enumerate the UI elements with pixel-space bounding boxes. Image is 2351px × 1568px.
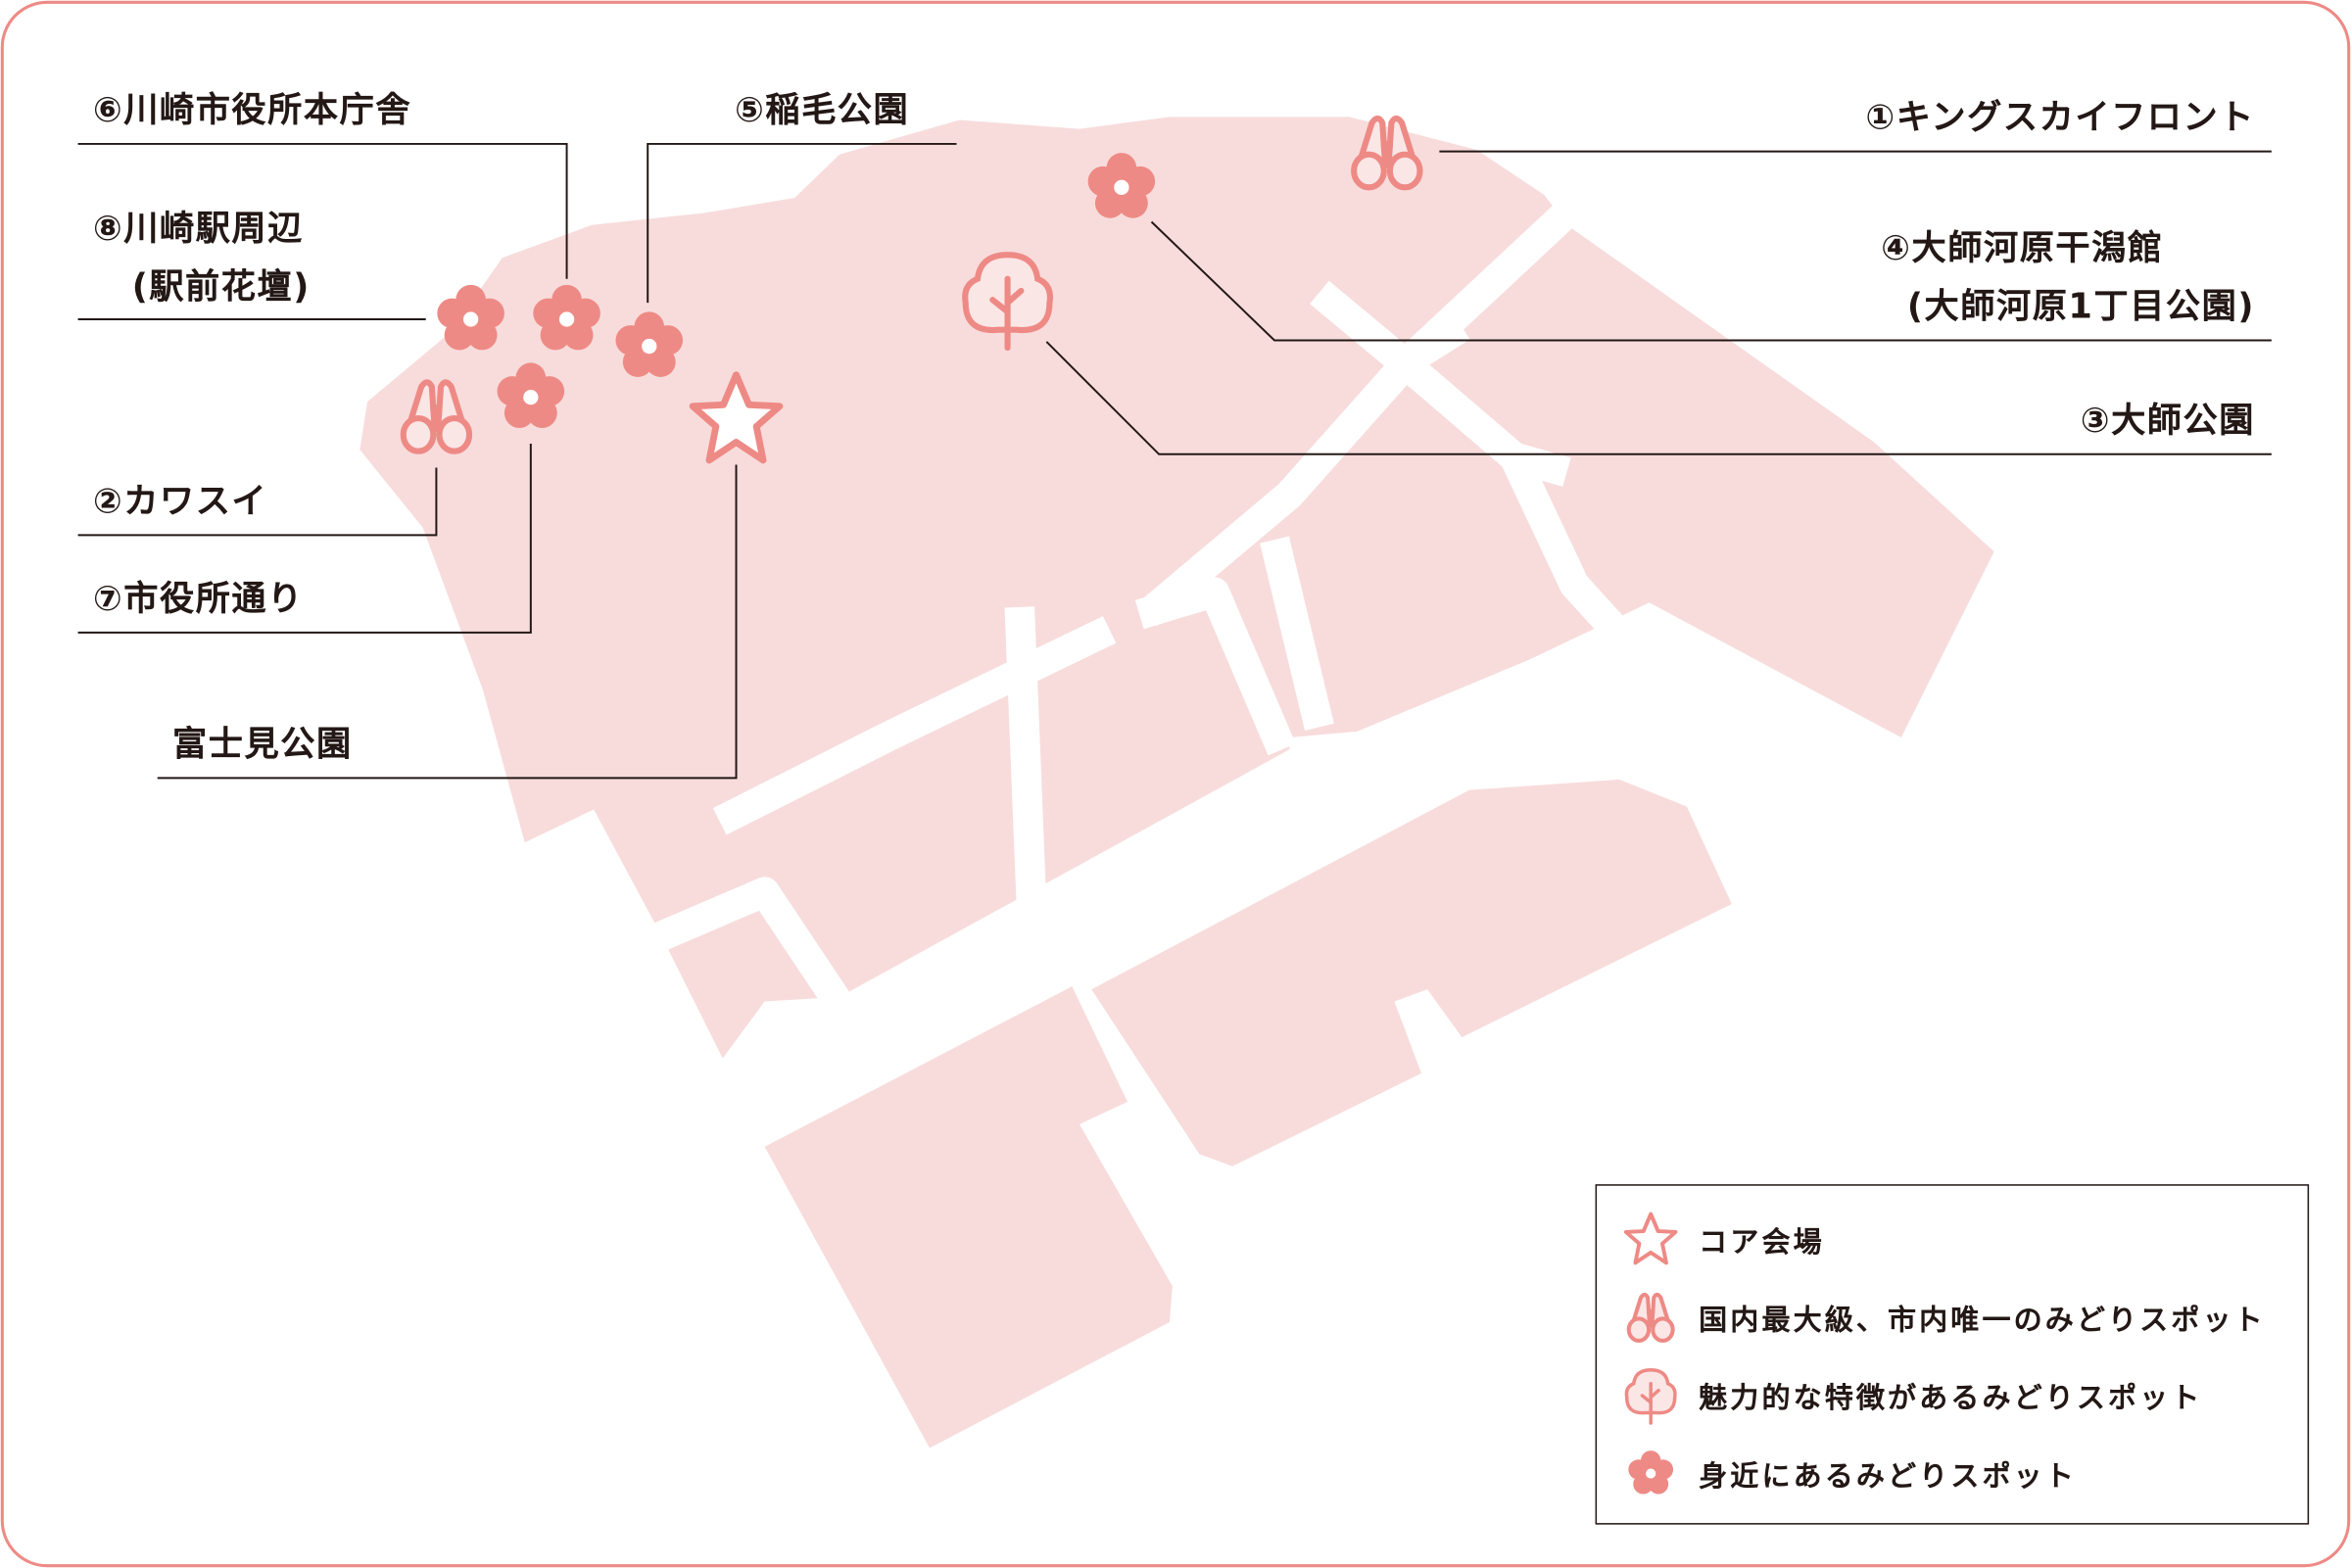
- label-kawasaki-station-sub: (駅前花壇): [131, 267, 311, 308]
- legend-label: コア会場: [1699, 1225, 1825, 1259]
- leader-lines: [77, 142, 2272, 780]
- leader-fujimi-park: [157, 464, 738, 780]
- legend-label: 魅力的な特徴があるみどりスポット: [1699, 1381, 2203, 1415]
- legend-item-nearby-spot: 身近にあるみどりスポット: [1621, 1444, 2077, 1503]
- label-daishigawara-sub: (大師河原1丁目公園): [1906, 287, 2256, 327]
- label-kawasui: ②カワスイ: [92, 482, 268, 522]
- legend: コア会場 国内最大級、市内唯一のみどりスポット 魅力的な特徴があるみどりスポット…: [1595, 1184, 2310, 1525]
- legend-label: 国内最大級、市内唯一のみどりスポット: [1699, 1303, 2266, 1337]
- leader-kawasui: [77, 467, 438, 537]
- roads: [653, 202, 1660, 1013]
- leader-inage-park: [647, 142, 957, 304]
- label-kawasaki-station: ⑧川崎駅周辺: [92, 210, 304, 250]
- legend-label: 身近にあるみどりスポット: [1699, 1459, 2077, 1493]
- label-city-hall: ⑥川崎市役所本庁舎: [92, 91, 412, 131]
- label-shiyakusho-dori: ⑦市役所通り: [92, 580, 304, 620]
- leader-daishi-park: [1045, 341, 2272, 455]
- label-daishigawara: ④大師河原干潟館: [1881, 229, 2164, 268]
- legend-item-featured-spot: 魅力的な特徴があるみどりスポット: [1621, 1365, 2203, 1425]
- label-inage-park: ⑤稲毛公園: [734, 91, 910, 131]
- tree-icon: [1624, 1368, 1677, 1425]
- leader-daishigawara: [1150, 220, 2272, 342]
- star-icon: [1623, 1212, 1678, 1265]
- flower-icon: [1628, 1450, 1674, 1495]
- legend-item-largest-spot: 国内最大級、市内唯一のみどりスポット: [1621, 1288, 2266, 1348]
- label-daishi-park: ③大師公園: [2080, 402, 2256, 441]
- leader-shiyakusho-dori: [77, 444, 532, 634]
- binoculars-icon: [1621, 1288, 1681, 1348]
- label-fujimi-park: 富士見公園: [172, 725, 353, 765]
- legend-item-core-venue: コア会場: [1621, 1210, 1825, 1269]
- label-kings-skyfront: ①キングスカイフロント: [1865, 99, 2256, 138]
- leader-city-hall: [77, 142, 568, 279]
